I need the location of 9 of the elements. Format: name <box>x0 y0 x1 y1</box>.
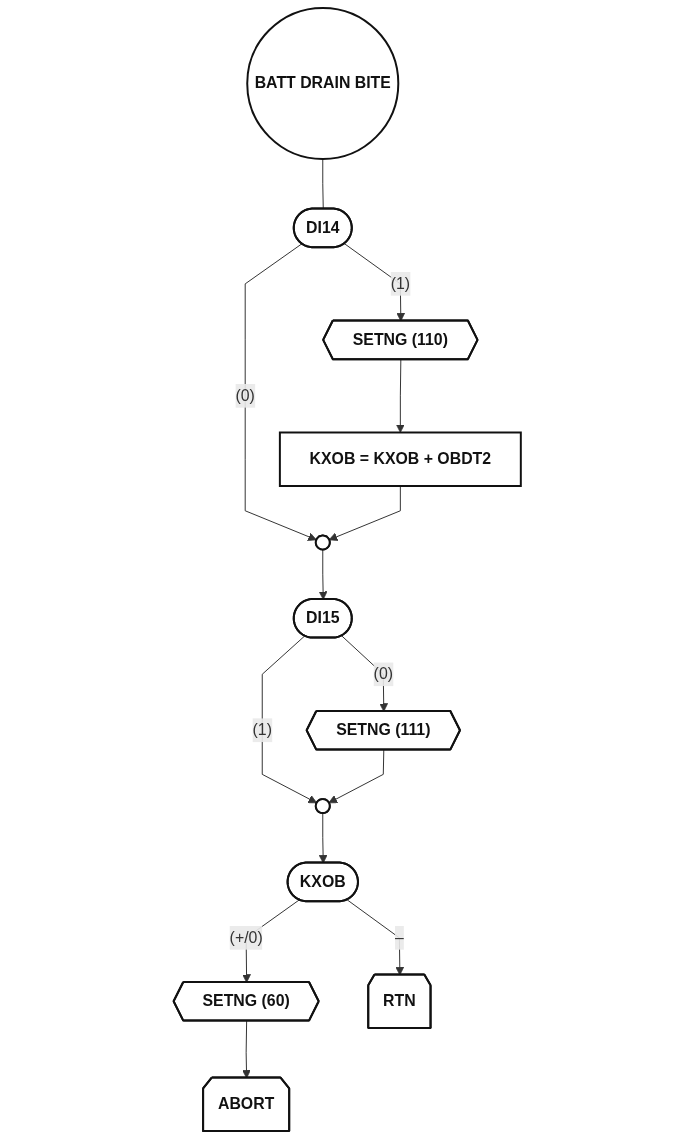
edge-label: – <box>394 928 404 946</box>
edge-label: (0) <box>235 386 255 404</box>
edge-label: (0) <box>373 665 393 683</box>
node-circle: BATT DRAIN BITE <box>246 6 400 160</box>
edge-label: (1) <box>252 721 272 739</box>
node-box: KXOB = KXOB + OBDT2 <box>278 431 522 487</box>
connector <box>322 158 324 210</box>
edge-label: (1) <box>390 274 410 292</box>
edge-label: (+/0) <box>229 928 263 946</box>
